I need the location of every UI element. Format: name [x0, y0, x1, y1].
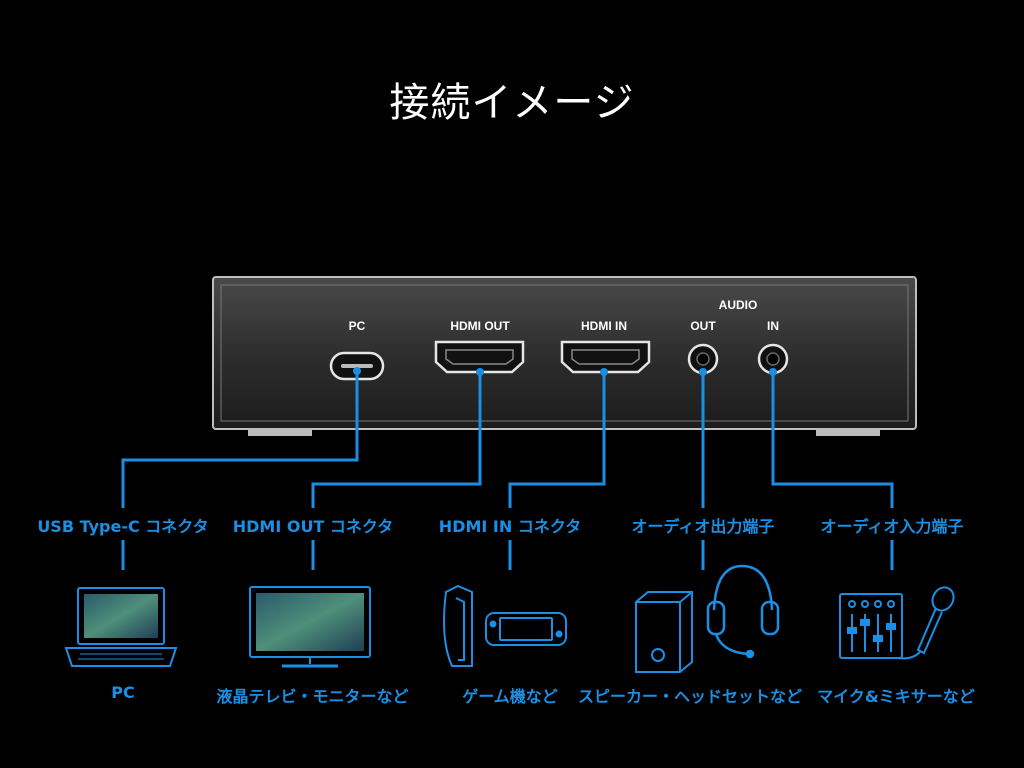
- microphone-icon: [897, 586, 955, 660]
- speaker-icon: [635, 591, 693, 673]
- hdmi-in-port: [560, 340, 651, 374]
- audio-out-jack: [687, 343, 719, 375]
- port-label-audio-out: OUT: [690, 319, 716, 333]
- monitor-icon: [249, 586, 371, 668]
- connection-lines: [121, 371, 894, 570]
- line-audio-in: [771, 372, 894, 508]
- mixer-icon: [839, 593, 903, 659]
- headset-icon: [706, 564, 780, 659]
- usb-c-port: [329, 351, 385, 381]
- device-label-game-console: ゲーム機など: [462, 687, 558, 706]
- device-label-mic-mixer: マイク&ミキサーなど: [817, 687, 975, 706]
- connector-label-hdmi-in: HDMI IN コネクタ: [438, 517, 582, 536]
- game-console-icon: [443, 584, 473, 667]
- handheld-console-icon: [485, 612, 567, 646]
- connector-label-audio-out: オーディオ出力端子: [631, 517, 775, 536]
- device-label-speaker-headset: スピーカー・ヘッドセットなど: [577, 687, 802, 706]
- port-label-audio: AUDIO: [718, 298, 758, 312]
- laptop-icon: [64, 587, 178, 667]
- line-usb-c: [121, 371, 359, 508]
- device-label-pc: PC: [111, 683, 135, 702]
- connector-label-audio-in: オーディオ入力端子: [820, 517, 964, 536]
- port-label-hdmi-in: HDMI IN: [581, 319, 627, 333]
- hdmi-out-port: [434, 340, 525, 374]
- connector-label-hdmi-out: HDMI OUT コネクタ: [232, 517, 394, 536]
- line-hdmi-in: [508, 372, 606, 508]
- line-hdmi-out: [311, 372, 482, 508]
- connector-label-usb-c: USB Type-C コネクタ: [37, 517, 209, 536]
- device-label-monitor: 液晶テレビ・モニターなど: [216, 687, 409, 706]
- port-label-pc: PC: [348, 319, 366, 333]
- port-label-audio-in: IN: [767, 319, 779, 333]
- port-label-hdmi-out: HDMI OUT: [450, 319, 510, 333]
- page-title: 接続イメージ: [389, 80, 635, 126]
